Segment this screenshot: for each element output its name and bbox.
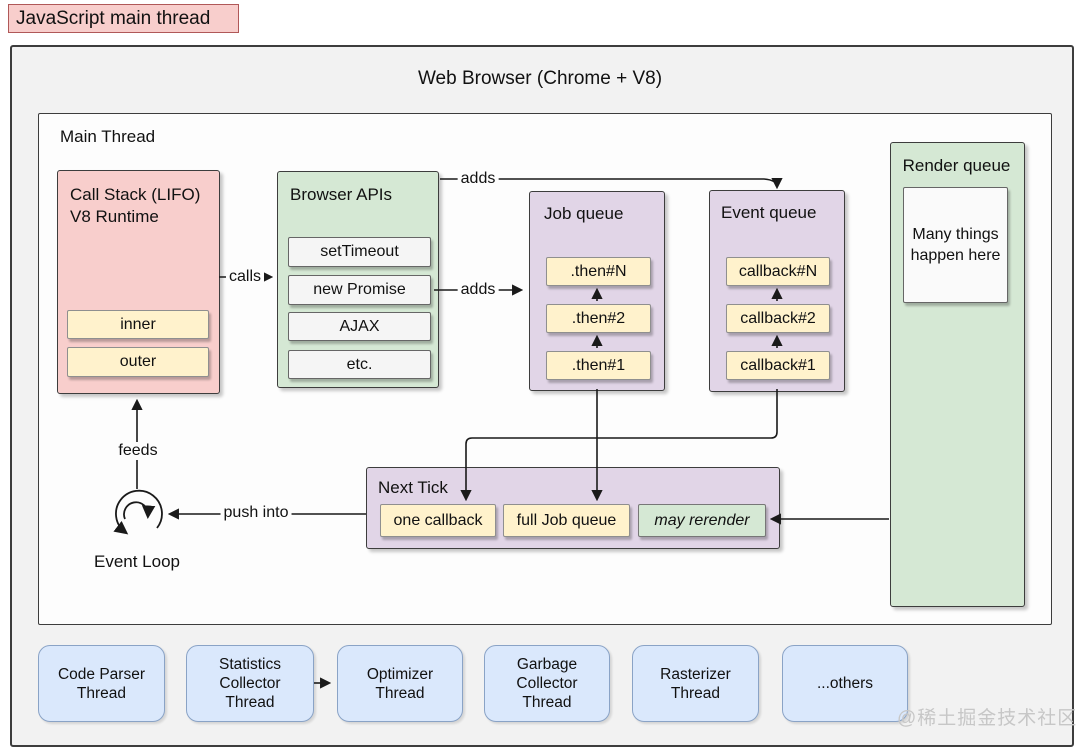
stack-frame-outer: outer bbox=[67, 347, 209, 377]
event-item-callback1: callback#1 bbox=[726, 351, 830, 380]
event-item-callbackN: callback#N bbox=[726, 257, 830, 286]
thread-garbage-collector: Garbage Collector Thread bbox=[484, 645, 610, 722]
edge-label-push-into: push into bbox=[220, 504, 292, 522]
render-queue-title: Render queue bbox=[902, 156, 1011, 175]
edge-label-feeds: feeds bbox=[115, 442, 161, 460]
job-item-then1: .then#1 bbox=[546, 351, 651, 380]
render-queue-note: Many things happen here bbox=[903, 187, 1008, 303]
job-queue-title: Job queue bbox=[544, 204, 624, 223]
edge-label-calls: calls bbox=[225, 268, 265, 286]
event-queue-title: Event queue bbox=[721, 203, 817, 222]
stack-frame-inner: inner bbox=[67, 310, 209, 339]
web-browser-title: Web Browser (Chrome + V8) bbox=[417, 68, 663, 89]
job-item-then2: .then#2 bbox=[546, 304, 651, 333]
thread-statistics-collector: Statistics Collector Thread bbox=[186, 645, 314, 722]
api-item-settimeout: setTimeout bbox=[288, 237, 431, 267]
event-item-callback2: callback#2 bbox=[726, 304, 830, 333]
api-item-ajax: AJAX bbox=[288, 312, 431, 341]
edge-label-adds-mid: adds bbox=[457, 281, 499, 299]
watermark: @稀土掘金技术社区 bbox=[897, 708, 1078, 729]
job-item-thenN: .then#N bbox=[546, 257, 651, 286]
javascript-main-thread-badge: JavaScript main thread bbox=[8, 4, 239, 33]
thread-code-parser: Code Parser Thread bbox=[38, 645, 165, 722]
call-stack-title: Call Stack (LIFO) V8 Runtime bbox=[70, 185, 201, 226]
event-loop-icon bbox=[113, 489, 163, 535]
next-tick-title: Next Tick bbox=[378, 478, 448, 497]
next-tick-full-job-queue: full Job queue bbox=[503, 504, 630, 537]
next-tick-may-rerender: may rerender bbox=[638, 504, 766, 537]
edge-label-adds-top: adds bbox=[457, 170, 499, 188]
browser-apis-title: Browser APIs bbox=[290, 185, 393, 204]
thread-optimizer: Optimizer Thread bbox=[337, 645, 463, 722]
thread-rasterizer: Rasterizer Thread bbox=[632, 645, 759, 722]
api-item-new-promise: new Promise bbox=[288, 275, 431, 305]
api-item-etc: etc. bbox=[288, 350, 431, 379]
main-thread-label: Main Thread bbox=[60, 127, 156, 146]
next-tick-one-callback: one callback bbox=[380, 504, 496, 537]
thread-others: ...others bbox=[782, 645, 908, 722]
event-loop-label: Event Loop bbox=[93, 552, 180, 571]
